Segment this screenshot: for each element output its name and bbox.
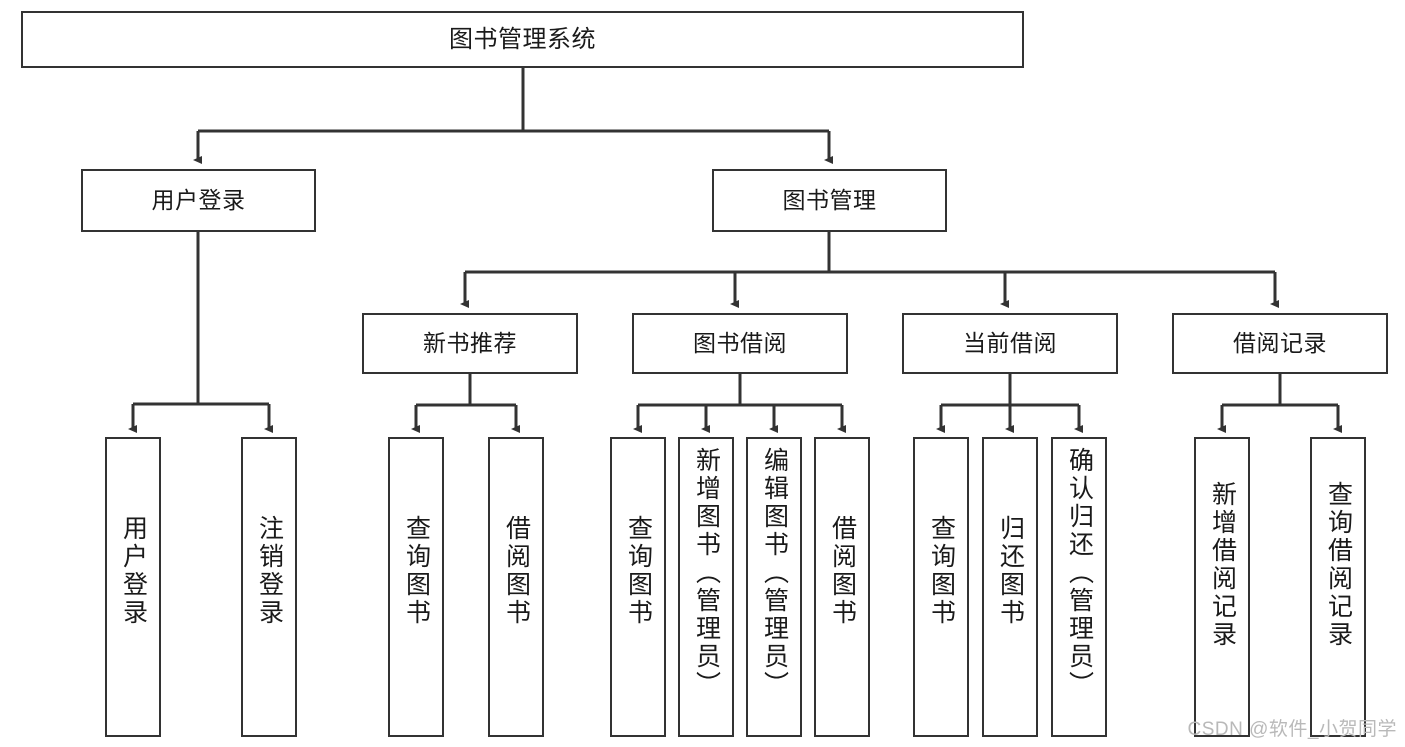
node-book-management-system[interactable]: 图书管理系统 (21, 11, 1024, 68)
node-label: 图书管理 (782, 187, 877, 213)
node-book-borrow[interactable]: 图书借阅 (632, 313, 848, 374)
leaf-user-login[interactable]: 用户登录 (105, 437, 161, 737)
node-label: 新增借阅记录 (1208, 481, 1237, 649)
leaf-add-book-admin[interactable]: 新增图书（管理员） (678, 437, 734, 737)
leaf-confirm-return-admin[interactable]: 确认归还（管理员） (1051, 437, 1107, 737)
node-label: 查询图书 (402, 515, 431, 627)
leaf-query-book-borrow[interactable]: 查询图书 (610, 437, 666, 737)
node-label: 注销登录 (255, 515, 284, 627)
node-label: 查询借阅记录 (1324, 481, 1353, 649)
node-label: 新书推荐 (423, 330, 517, 356)
node-user-login[interactable]: 用户登录 (81, 169, 316, 232)
node-label: 图书管理系统 (449, 25, 596, 53)
node-label: 编辑图书（管理员） (760, 447, 789, 699)
node-label: 借阅图书 (828, 515, 857, 627)
node-borrow-record[interactable]: 借阅记录 (1172, 313, 1388, 374)
node-label: 图书借阅 (693, 330, 787, 356)
leaf-add-borrow-record[interactable]: 新增借阅记录 (1194, 437, 1250, 737)
leaf-query-book-current[interactable]: 查询图书 (913, 437, 969, 737)
node-book-management[interactable]: 图书管理 (712, 169, 947, 232)
leaf-borrow-book[interactable]: 借阅图书 (814, 437, 870, 737)
node-label: 借阅记录 (1233, 330, 1327, 356)
node-label: 归还图书 (996, 515, 1025, 627)
node-label: 借阅图书 (502, 515, 531, 627)
leaf-borrow-book-newbook[interactable]: 借阅图书 (488, 437, 544, 737)
leaf-logout[interactable]: 注销登录 (241, 437, 297, 737)
leaf-return-book[interactable]: 归还图书 (982, 437, 1038, 737)
node-label: 用户登录 (119, 515, 148, 627)
node-label: 新增图书（管理员） (692, 447, 721, 699)
csdn-watermark: CSDN @软件_小贺同学 (1187, 719, 1397, 740)
leaf-edit-book-admin[interactable]: 编辑图书（管理员） (746, 437, 802, 737)
node-label: 当前借阅 (963, 330, 1057, 356)
node-current-borrow[interactable]: 当前借阅 (902, 313, 1118, 374)
node-label: 用户登录 (151, 187, 246, 213)
node-label: 查询图书 (624, 515, 653, 627)
leaf-query-book-newbook[interactable]: 查询图书 (388, 437, 444, 737)
leaf-query-borrow-record[interactable]: 查询借阅记录 (1310, 437, 1366, 737)
node-label: 确认归还（管理员） (1065, 447, 1094, 699)
node-new-book-recommend[interactable]: 新书推荐 (362, 313, 578, 374)
node-label: 查询图书 (927, 515, 956, 627)
